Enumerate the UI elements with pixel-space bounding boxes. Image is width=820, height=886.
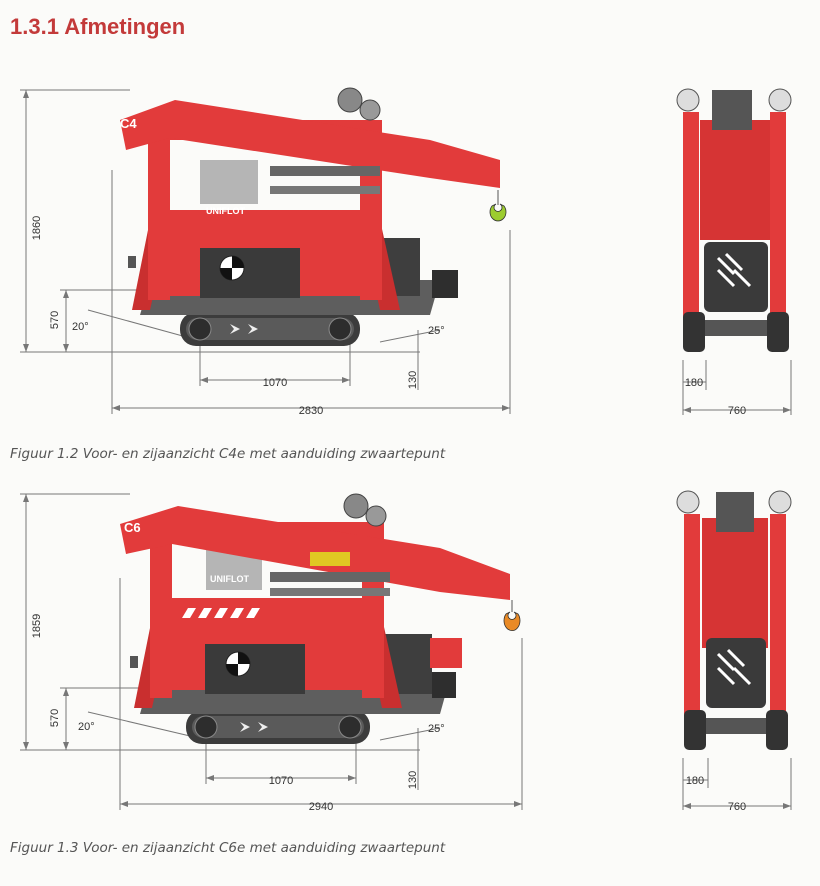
figure-c4e: 1860 570 20° 25° 1070 130 2830 180 760 [0,80,820,420]
brand-label: UNIFLOT [210,574,249,584]
c4e-drawing: 1860 570 20° 25° 1070 130 2830 180 760 [20,87,792,417]
total-width-label: 760 [728,405,746,417]
crane-front-view [676,490,792,750]
crane-side-view: UNIFLOT C6 [120,493,521,744]
ground-clearance-label: 130 [407,371,419,389]
track-width-label: 180 [686,775,704,787]
rear-angle-label: 25° [428,325,445,337]
section-heading: 1.3.1 Afmetingen [10,14,186,39]
total-length-label: 2940 [309,801,333,813]
figure-c6e: 1859 570 20° 25° 1070 130 2940 180 760 [0,488,820,818]
figure-caption-c4e: Figuur 1.2 Voor- en zijaanzicht C4e met … [10,446,446,462]
front-angle-label: 20° [78,721,95,733]
model-label: C4 [120,116,137,131]
height-label: 1859 [31,614,43,638]
ground-clearance-label: 130 [407,771,419,789]
height-label: 1860 [31,216,43,240]
crane-front-view [676,88,792,352]
rear-angle-label: 25° [428,723,445,735]
c6e-drawing: 1859 570 20° 25° 1070 130 2940 180 760 [20,490,792,813]
base-height-label: 570 [49,311,61,329]
model-label: C6 [124,520,141,535]
base-height-label: 570 [49,709,61,727]
track-width-label: 180 [685,377,703,389]
total-length-label: 2830 [299,405,323,417]
track-length-label: 1070 [263,377,287,389]
crane-side-view: UNIFLOT C4 [120,87,507,346]
figure-caption-c6e: Figuur 1.3 Voor- en zijaanzicht C6e met … [10,840,446,856]
track-length-label: 1070 [269,775,293,787]
front-angle-label: 20° [72,321,89,333]
brand-label: UNIFLOT [206,206,245,216]
total-width-label: 760 [728,801,746,813]
